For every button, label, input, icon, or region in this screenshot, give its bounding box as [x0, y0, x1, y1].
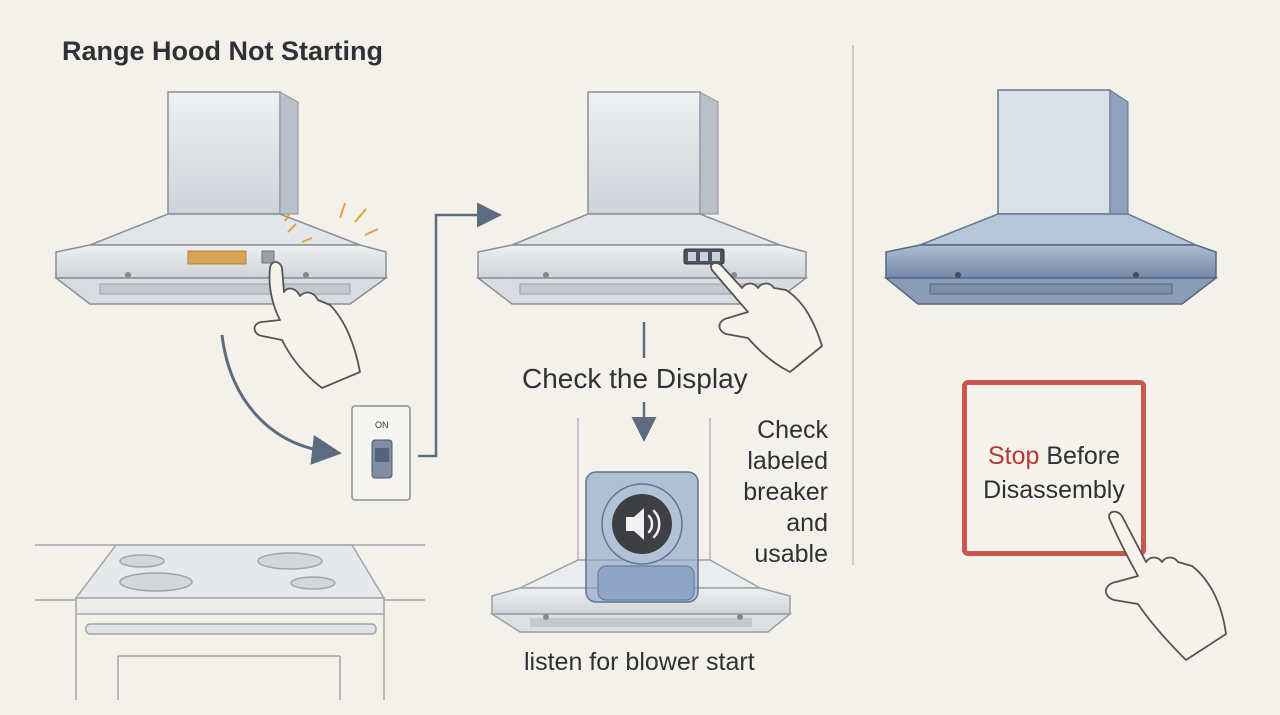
wall-switch: ON	[351, 405, 411, 501]
switch-on-label: ON	[375, 420, 389, 430]
speaker-icon	[612, 494, 672, 554]
arrow-to-hood-2	[418, 202, 502, 458]
breaker-note-line: breaker	[743, 478, 828, 506]
hand-pointer-icon	[710, 262, 823, 373]
hand-pointer-icon	[253, 261, 361, 389]
page-title: Range Hood Not Starting	[62, 36, 383, 66]
stop-word: Stop	[987, 442, 1040, 470]
breaker-note-line: Check	[757, 416, 828, 444]
stop-warning-text: Stop Before Disassembly	[967, 439, 1141, 507]
range-hood-2	[475, 91, 809, 305]
range-hood-stop	[883, 89, 1219, 305]
stop-line-1-rest: Before	[1046, 442, 1121, 470]
breaker-note-line: and usable	[754, 509, 828, 568]
blower-note: listen for blower start	[524, 648, 755, 676]
check-display-label: Check the Display	[522, 363, 748, 394]
hood-1-button	[261, 250, 275, 264]
stop-line-2: Disassembly	[983, 476, 1125, 504]
stop-warning-box: Stop Before Disassembly	[962, 380, 1146, 556]
breaker-note: Check labeled breaker and usable	[712, 415, 828, 570]
stove	[35, 544, 425, 700]
arrow-to-switch	[220, 334, 342, 465]
hood-1-display	[187, 250, 247, 265]
range-hood-1	[53, 91, 389, 305]
breaker-note-line: labeled	[747, 447, 828, 475]
